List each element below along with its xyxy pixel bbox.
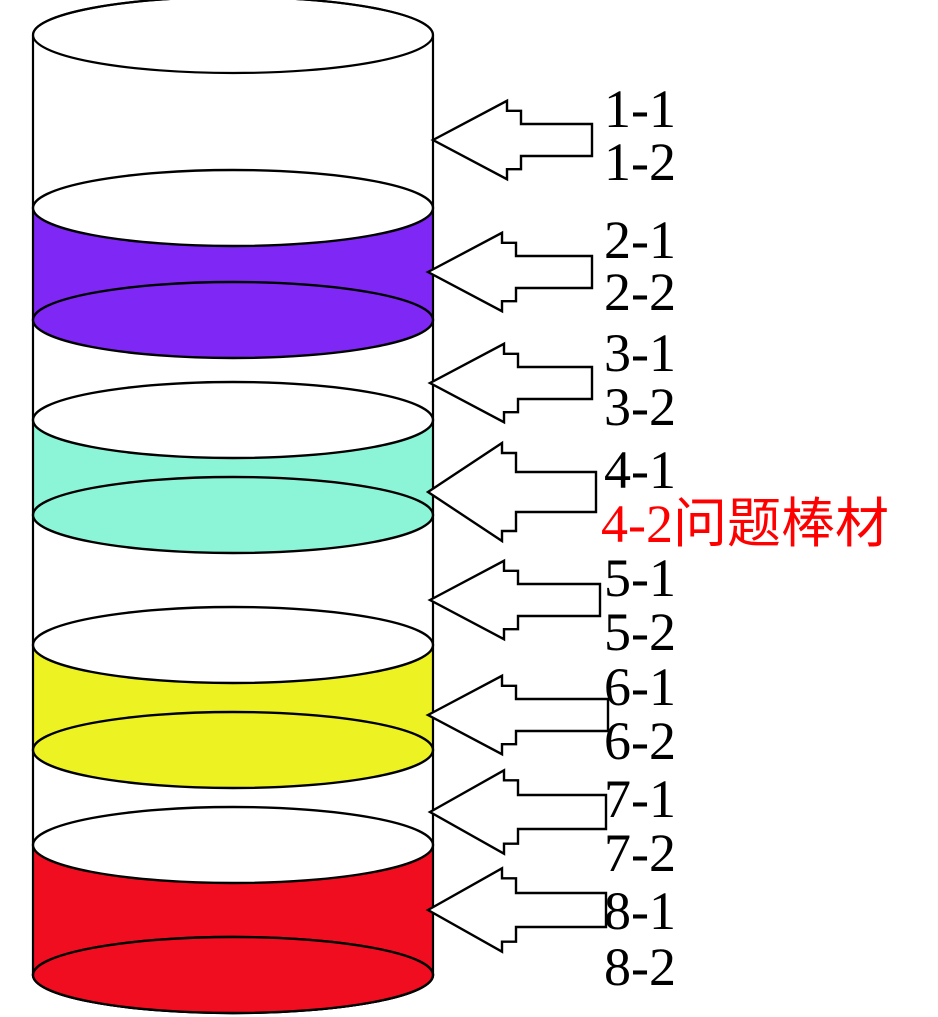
segment-8-top-rim <box>31 805 435 885</box>
callout-4-arrow-icon[interactable] <box>425 440 598 544</box>
callout-6-arrow-icon[interactable] <box>425 673 610 757</box>
segment-2-top-rim <box>31 168 435 248</box>
segment-6-bottom-cap <box>31 710 435 790</box>
callout-8-arrow-icon[interactable] <box>425 866 608 954</box>
segment-2-bottom-cap <box>31 280 435 360</box>
segment-6-top-rim <box>31 605 435 685</box>
callout-5-arrow-icon[interactable] <box>427 558 602 642</box>
cylinder-top-rim <box>31 0 435 75</box>
cylinder-bottom-cap <box>31 935 435 1015</box>
segment-4-top-rim <box>31 380 435 460</box>
callout-1-arrow-icon[interactable] <box>430 98 594 182</box>
callout-7-arrow-icon[interactable] <box>427 768 608 856</box>
callout-2-arrow-icon[interactable] <box>425 230 594 314</box>
callout-3-arrow-icon[interactable] <box>427 341 594 425</box>
segment-4-bottom-cap <box>31 475 435 555</box>
